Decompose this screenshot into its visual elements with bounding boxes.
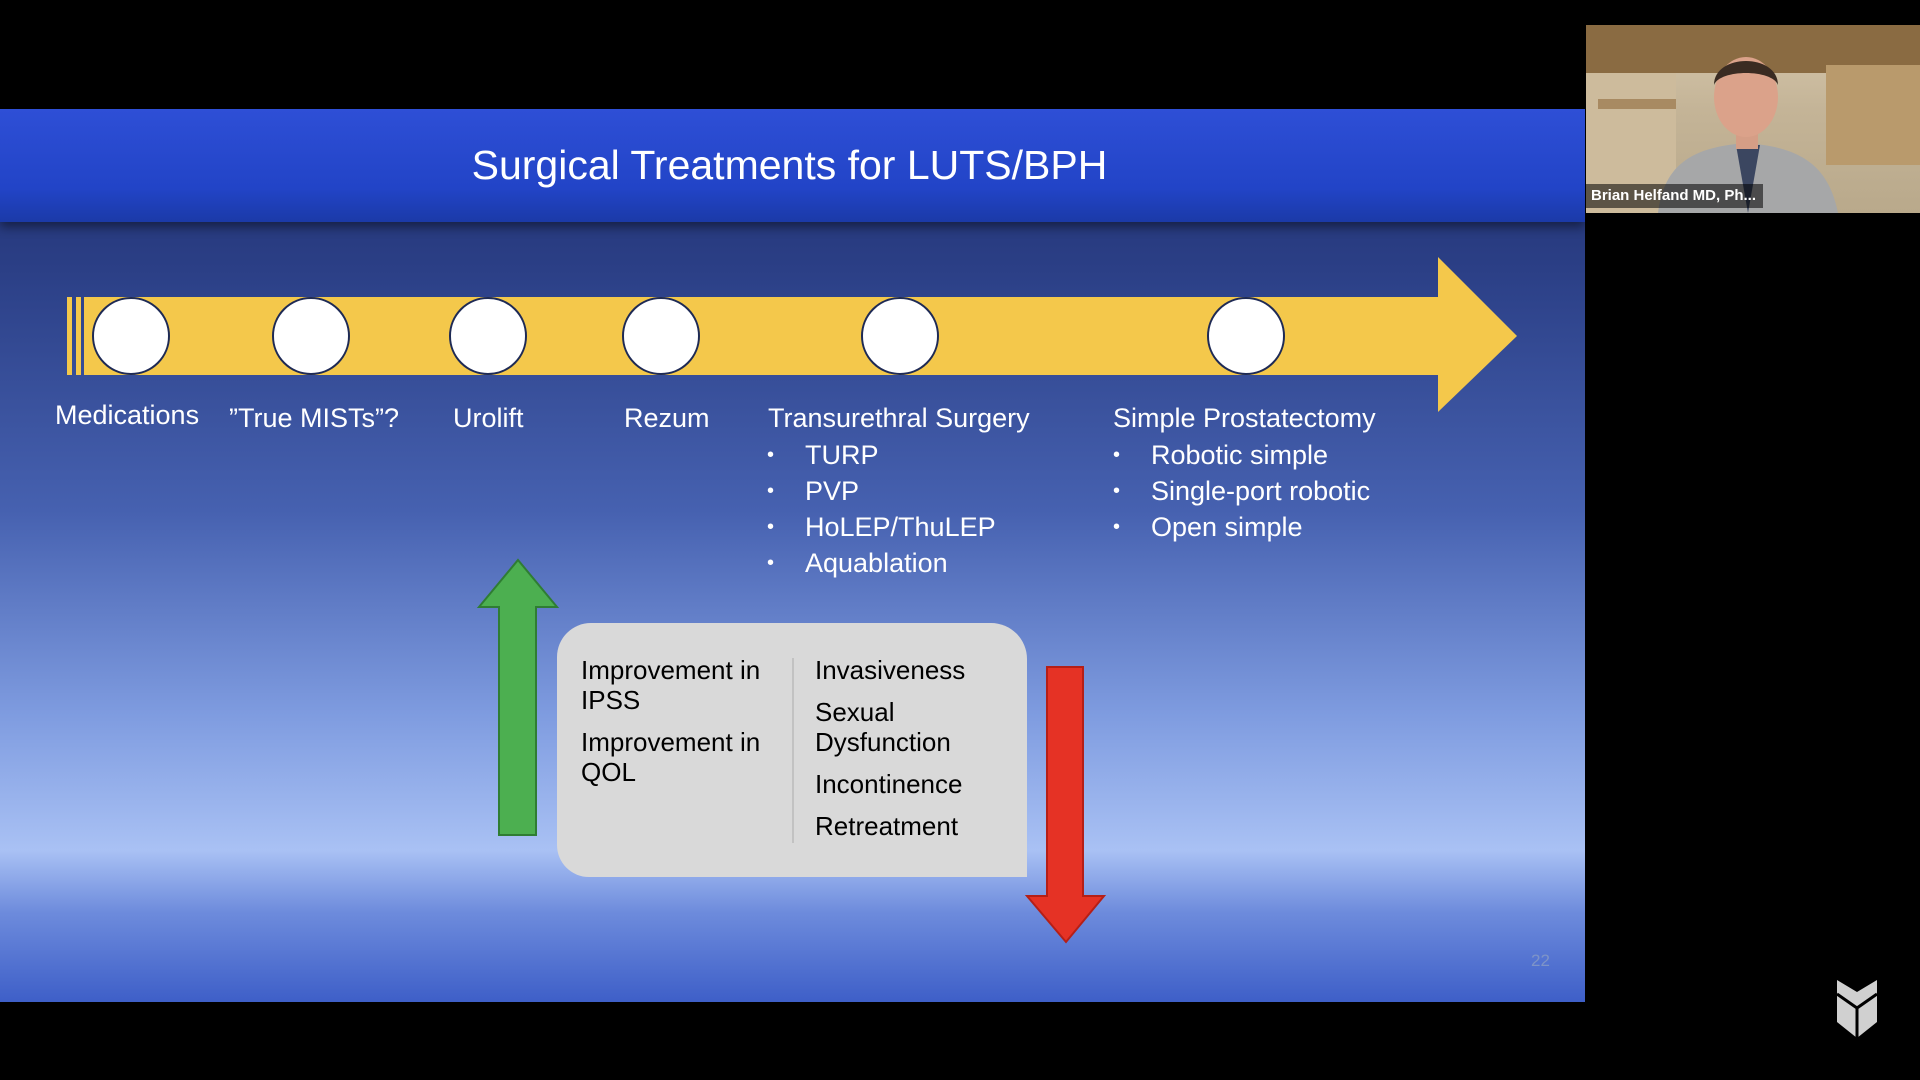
increase-arrow-up xyxy=(476,558,560,836)
bullet: • xyxy=(1113,480,1121,502)
decrease-outcomes-column: Invasiveness Sexual Dysfunction Incontin… xyxy=(815,655,1015,853)
timeline-label-simple-prostatectomy: Simple Prostatectomy xyxy=(1113,403,1376,433)
list-item: •Robotic simple xyxy=(1113,437,1370,473)
bullet: • xyxy=(767,480,775,502)
treatment-timeline xyxy=(67,257,1517,944)
decrease-arrow-down xyxy=(1024,666,1107,944)
slide-title-bar: Surgical Treatments for LUTS/BPH xyxy=(0,109,1585,222)
outcomes-box: Improvement in IPSS Improvement in QOL I… xyxy=(557,623,1027,877)
list-item: •TURP xyxy=(767,437,996,473)
outcome-item: Retreatment xyxy=(815,811,959,841)
timeline-label-true-mists: ”True MISTs”? xyxy=(229,403,400,433)
outcome-item: Invasiveness xyxy=(815,655,966,685)
presentation-slide: Surgical Treatments for LUTS/BPH Medicat… xyxy=(0,109,1585,1002)
timeline-node-rezum xyxy=(622,297,700,375)
chevron-shield-logo-icon xyxy=(1836,980,1878,1038)
prostatectomy-options-list: •Robotic simple •Single-port robotic •Op… xyxy=(1113,437,1370,545)
outcome-item: Improvement in IPSS xyxy=(581,655,761,715)
outcomes-divider xyxy=(792,658,794,843)
bullet: • xyxy=(767,444,775,466)
timeline-arrow xyxy=(84,257,1517,412)
timeline-node-true-mists xyxy=(272,297,350,375)
list-item: •Open simple xyxy=(1113,509,1370,545)
timeline-label-medications: Medications xyxy=(55,400,200,430)
list-item: •PVP xyxy=(767,473,996,509)
timeline-label-rezum: Rezum xyxy=(624,403,710,433)
transurethral-options-list: •TURP •PVP •HoLEP/ThuLEP •Aquablation xyxy=(767,437,996,581)
timeline-node-urolift xyxy=(449,297,527,375)
slide-title: Surgical Treatments for LUTS/BPH xyxy=(471,142,1108,188)
outcome-item: Incontinence xyxy=(815,769,963,799)
timeline-tick xyxy=(67,297,72,375)
speaker-video-tile[interactable]: Brian Helfand MD, Ph... xyxy=(1586,25,1920,213)
bullet: • xyxy=(1113,516,1121,538)
bullet: • xyxy=(767,516,775,538)
list-item: •Single-port robotic xyxy=(1113,473,1370,509)
list-item: •HoLEP/ThuLEP xyxy=(767,509,996,545)
timeline-node-medications xyxy=(92,297,170,375)
participant-name-label: Brian Helfand MD, Ph... xyxy=(1586,184,1764,208)
increase-outcomes-column: Improvement in IPSS Improvement in QOL xyxy=(581,655,781,799)
timeline-label-transurethral-surgery: Transurethral Surgery xyxy=(768,403,1030,433)
bullet: • xyxy=(767,552,775,574)
list-item: •Aquablation xyxy=(767,545,996,581)
timeline-tick xyxy=(76,297,81,375)
timeline-node-prostatectomy xyxy=(1207,297,1285,375)
outcome-item: Sexual Dysfunction xyxy=(815,697,951,757)
slide-number: 22 xyxy=(1531,951,1550,970)
timeline-node-transurethral xyxy=(861,297,939,375)
timeline-label-urolift: Urolift xyxy=(453,403,524,433)
bullet: • xyxy=(1113,444,1121,466)
outcome-item: Improvement in QOL xyxy=(581,727,761,787)
